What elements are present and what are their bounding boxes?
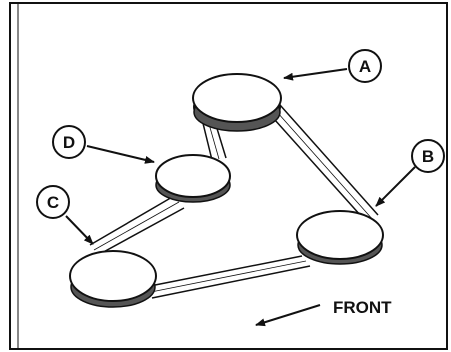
front-direction-indicator: FRONT <box>255 298 392 327</box>
front-arrow-icon <box>255 304 321 327</box>
callout-a: A <box>283 49 382 83</box>
callout-c: C <box>36 185 94 245</box>
pulley-b <box>296 210 384 265</box>
callout-b: B <box>375 139 445 207</box>
pulley-d <box>155 154 231 203</box>
callout-label-d: D <box>63 133 75 152</box>
pulley-a <box>192 73 282 132</box>
serpentine-belt <box>89 95 379 299</box>
callout-label-b: B <box>422 147 434 166</box>
callout-label-c: C <box>47 193 59 212</box>
pulley-c <box>69 250 157 308</box>
callout-d: D <box>52 125 155 164</box>
callout-label-a: A <box>359 57 371 76</box>
front-label: FRONT <box>333 298 392 317</box>
